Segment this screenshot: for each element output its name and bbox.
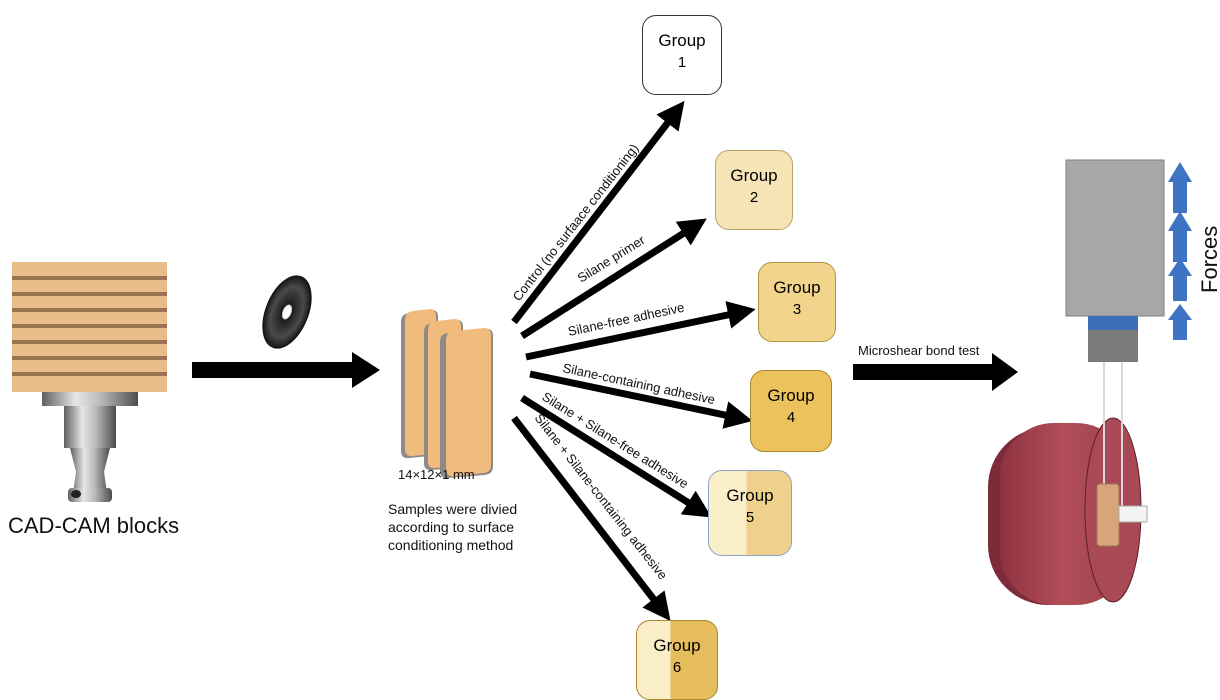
- block-mandrel-upper: [64, 406, 116, 448]
- group-number: 5: [745, 509, 755, 526]
- force-arrow-3: [1168, 258, 1192, 301]
- group-box-4: Group 4: [750, 370, 832, 452]
- branch-arrow-5: [520, 395, 712, 518]
- samples-caption: Samples were divied according to surface…: [388, 500, 548, 554]
- branch-arrow-1: [511, 100, 685, 325]
- arrow-microshear: [853, 353, 1018, 391]
- branch-arrow-6: [511, 415, 671, 622]
- tester-connector: [1088, 316, 1138, 330]
- branch-arrows: [511, 100, 756, 622]
- cad-cam-block-illustration: [12, 262, 167, 502]
- group-word: Group: [726, 486, 774, 505]
- arrow-cutting: [192, 352, 380, 388]
- samples-caption-line-3: conditioning method: [388, 537, 514, 553]
- tester-clamp: [1088, 330, 1138, 362]
- block-grooves: [12, 276, 167, 376]
- cad-cam-blocks-label: CAD-CAM blocks: [8, 513, 180, 538]
- group-box-1: Group 1: [642, 15, 722, 95]
- block-base-plate: [42, 392, 138, 406]
- tester-specimen: [1096, 483, 1120, 547]
- branch-label-1: Control (no surfaace conditioning): [510, 141, 642, 304]
- group-word: Group: [773, 278, 821, 297]
- group-box-6: Group 6: [636, 620, 718, 700]
- branch-arrow-4: [529, 370, 753, 429]
- tester-upper-grip: [1065, 159, 1165, 317]
- group-number: 6: [672, 659, 682, 676]
- force-arrow-1: [1168, 162, 1192, 213]
- group-box-3: Group 3: [758, 262, 836, 342]
- group-word: Group: [653, 636, 701, 655]
- samples-caption-line-2: according to surface: [388, 519, 515, 535]
- sample-dimensions-label: 14×12×1 mm: [398, 467, 475, 482]
- branch-arrow-3: [525, 301, 756, 361]
- block-mandrel-hole: [71, 490, 81, 498]
- group-box-5: Group 5: [708, 470, 792, 556]
- group-word: Group: [730, 166, 778, 185]
- group-box-2: Group 2: [715, 150, 793, 230]
- samples-caption-line-1: Samples were divied: [388, 501, 518, 517]
- group-number: 1: [677, 54, 687, 71]
- force-arrow-4: [1168, 304, 1192, 340]
- group-number: 3: [792, 301, 802, 318]
- branch-arrow-2: [520, 218, 707, 339]
- group-word: Group: [767, 386, 815, 405]
- microshear-tester-illustration: [988, 159, 1165, 605]
- cutting-disc-illustration: [262, 275, 312, 349]
- block-mandrel-neck: [70, 448, 110, 500]
- group-number: 4: [786, 409, 796, 426]
- microshear-test-label: Microshear bond test: [858, 343, 980, 358]
- group-number: 2: [749, 189, 759, 206]
- tester-rod: [1118, 505, 1148, 523]
- force-arrows: [1168, 162, 1192, 340]
- force-arrow-2: [1168, 211, 1192, 262]
- group-word: Group: [658, 31, 706, 50]
- forces-label: Forces: [1197, 226, 1220, 293]
- sample-slices-illustration: [401, 309, 493, 479]
